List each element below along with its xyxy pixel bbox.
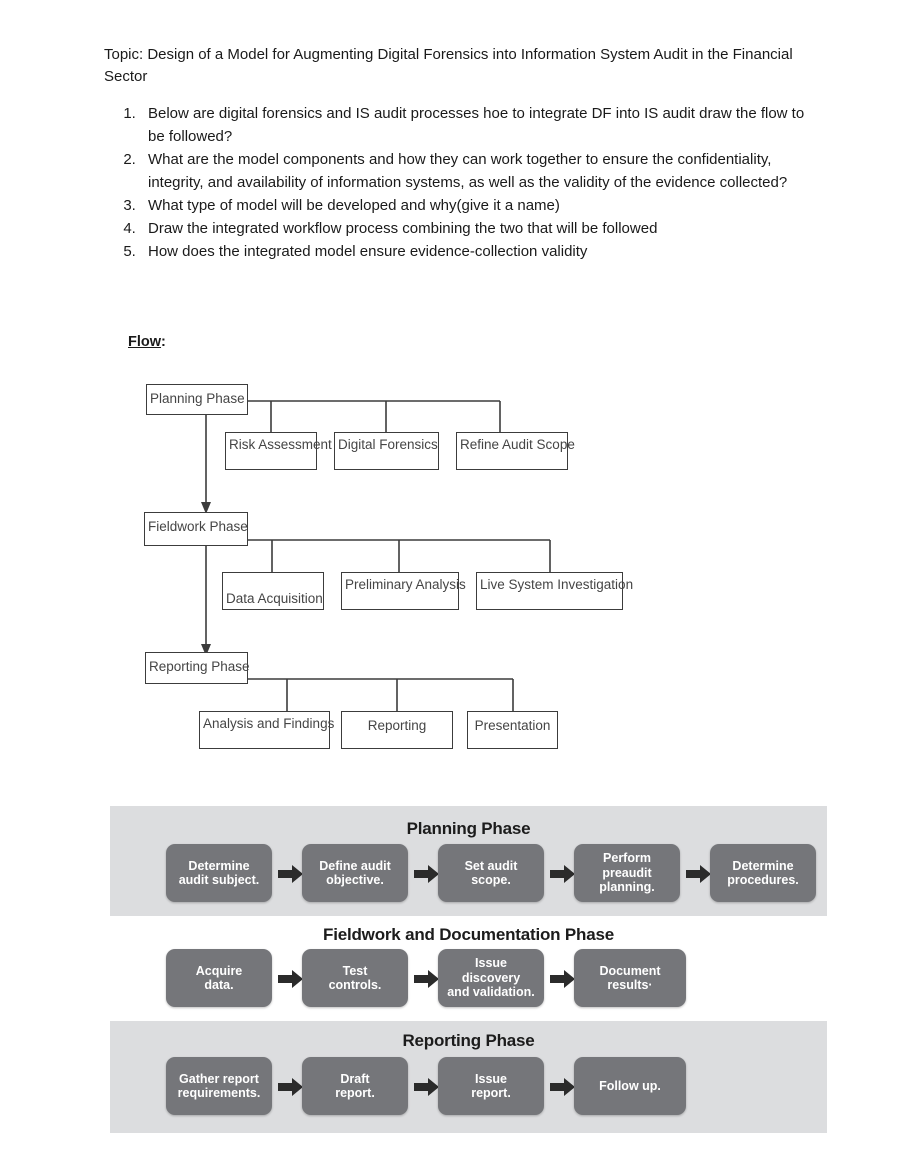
list-item: How does the integrated model ensure evi… — [140, 240, 824, 263]
tree-node-reporting[interactable]: Reporting — [341, 711, 453, 749]
arrow-right-icon — [550, 1078, 575, 1096]
phase-step-label: Follow up. — [599, 1078, 661, 1093]
arrow-right-icon — [686, 865, 711, 883]
list-item: Draw the integrated workflow process com… — [140, 217, 824, 240]
document-body: Topic: Design of a Model for Augmenting … — [104, 44, 824, 263]
flow-section-label-colon: : — [161, 334, 166, 350]
list-item: Below are digital forensics and IS audit… — [140, 102, 824, 148]
tree-node-risk-assessment[interactable]: Risk Assessment — [225, 432, 332, 470]
tree-node-digital-forensics[interactable]: Digital Forensics — [334, 432, 439, 470]
phase-band-planning-title: Planning Phase — [406, 819, 531, 838]
phase-band-reporting-title: Reporting Phase — [402, 1031, 535, 1050]
arrow-right-icon — [278, 1078, 303, 1096]
page-title: Topic: Design of a Model for Augmenting … — [104, 46, 793, 85]
tree-node-analysis-and-findings[interactable]: Analysis and Findings — [199, 711, 334, 749]
flow-section-label: Flow: — [128, 334, 166, 350]
tree-node-preliminary-analysis[interactable]: Preliminary Analysis — [341, 572, 466, 610]
tree-node-data-acquisition[interactable]: Data Acquisition — [222, 572, 324, 610]
question-list: Below are digital forensics and IS audit… — [104, 102, 824, 263]
phase-band-fieldwork-title: Fieldwork and Documentation Phase — [323, 925, 614, 944]
arrow-right-icon — [278, 970, 303, 988]
tree-node-presentation[interactable]: Presentation — [467, 711, 558, 749]
list-item: What are the model components and how th… — [140, 148, 824, 194]
arrow-right-icon — [414, 1078, 439, 1096]
list-item: What type of model will be developed and… — [140, 194, 824, 217]
tree-node-planning-phase[interactable]: Planning Phase — [146, 384, 248, 415]
tree-node-refine-audit-scope[interactable]: Refine Audit Scope — [456, 432, 575, 470]
arrow-right-icon — [278, 865, 303, 883]
arrow-right-icon — [550, 865, 575, 883]
flow-section-label-text: Flow — [128, 334, 162, 350]
phase-band-fieldwork: Fieldwork and Documentation Phase Acquir… — [110, 920, 827, 1015]
arrow-right-icon — [414, 970, 439, 988]
tree-node-live-system-investigation[interactable]: Live System Investigation — [476, 572, 633, 610]
arrow-right-icon — [550, 970, 575, 988]
arrow-right-icon — [414, 865, 439, 883]
tree-node-reporting-phase[interactable]: Reporting Phase — [145, 652, 250, 684]
phase-step-follow-up[interactable]: Follow up. — [574, 1057, 686, 1115]
tree-node-fieldwork-phase[interactable]: Fieldwork Phase — [144, 512, 248, 546]
